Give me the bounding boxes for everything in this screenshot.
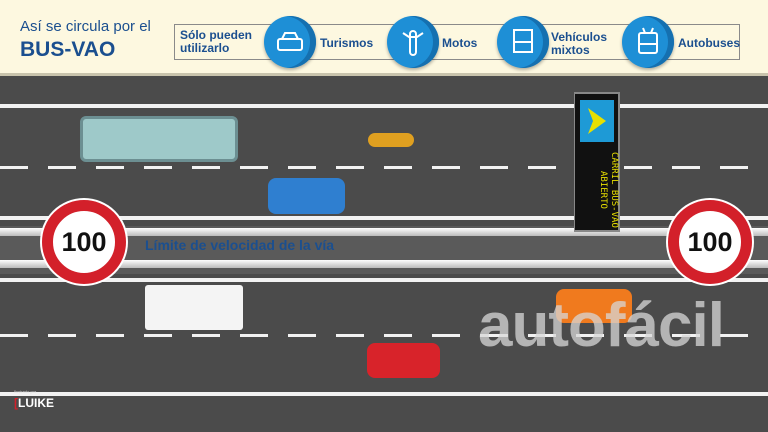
lane-line-solid <box>0 392 768 396</box>
lane-line-dashed <box>0 166 768 169</box>
intro-text: Así se circula por el <box>20 18 151 35</box>
bus-icon <box>622 16 674 68</box>
speed-limit-sign-right: 100 <box>668 200 752 284</box>
guardrail <box>0 260 768 268</box>
lane-line-solid <box>0 216 768 220</box>
page-title: BUS-VAO <box>20 38 116 61</box>
lane-arrow-icon <box>580 100 614 142</box>
lane-line-solid <box>0 104 768 108</box>
car-icon <box>264 16 316 68</box>
lane-line-solid <box>0 278 768 282</box>
vehicle-label-mixtos: Vehículos mixtos <box>551 30 608 57</box>
motorcycle-icon <box>387 16 439 68</box>
red-car-vehicle <box>367 343 440 378</box>
van-vehicle <box>145 285 243 330</box>
luike-logo: [LUIKE <box>14 396 54 410</box>
credit-small: Ilustrado por <box>14 389 37 394</box>
blue-car-vehicle <box>268 178 345 214</box>
speed-limit-text: Límite de velocidad de la vía <box>145 237 335 253</box>
luike-text: LUIKE <box>18 396 54 410</box>
bus-vao-panel: CARRIL BUS-VAO ABIERTO <box>574 92 620 232</box>
vehicle-label-motos: Motos <box>442 36 478 50</box>
header: Así se circula por el BUS-VAO Sólo puede… <box>0 0 768 76</box>
orange-car-vehicle <box>556 289 632 323</box>
panel-text: CARRIL BUS-VAO ABIERTO <box>598 152 619 228</box>
vehicle-label-autobuses: Autobuses <box>678 36 741 50</box>
bus-vehicle <box>80 116 238 162</box>
lane-line-dashed <box>0 334 768 337</box>
watermark-logo: autofácil <box>478 291 725 360</box>
speed-limit-sign-left: 100 <box>42 200 126 284</box>
vehicle-label-turismos: Turismos <box>320 36 374 50</box>
motorcycle-vehicle <box>368 133 414 147</box>
only-label: Sólo pueden utilizarlo <box>180 28 252 55</box>
guardrail <box>0 228 768 236</box>
van-icon <box>497 16 549 68</box>
